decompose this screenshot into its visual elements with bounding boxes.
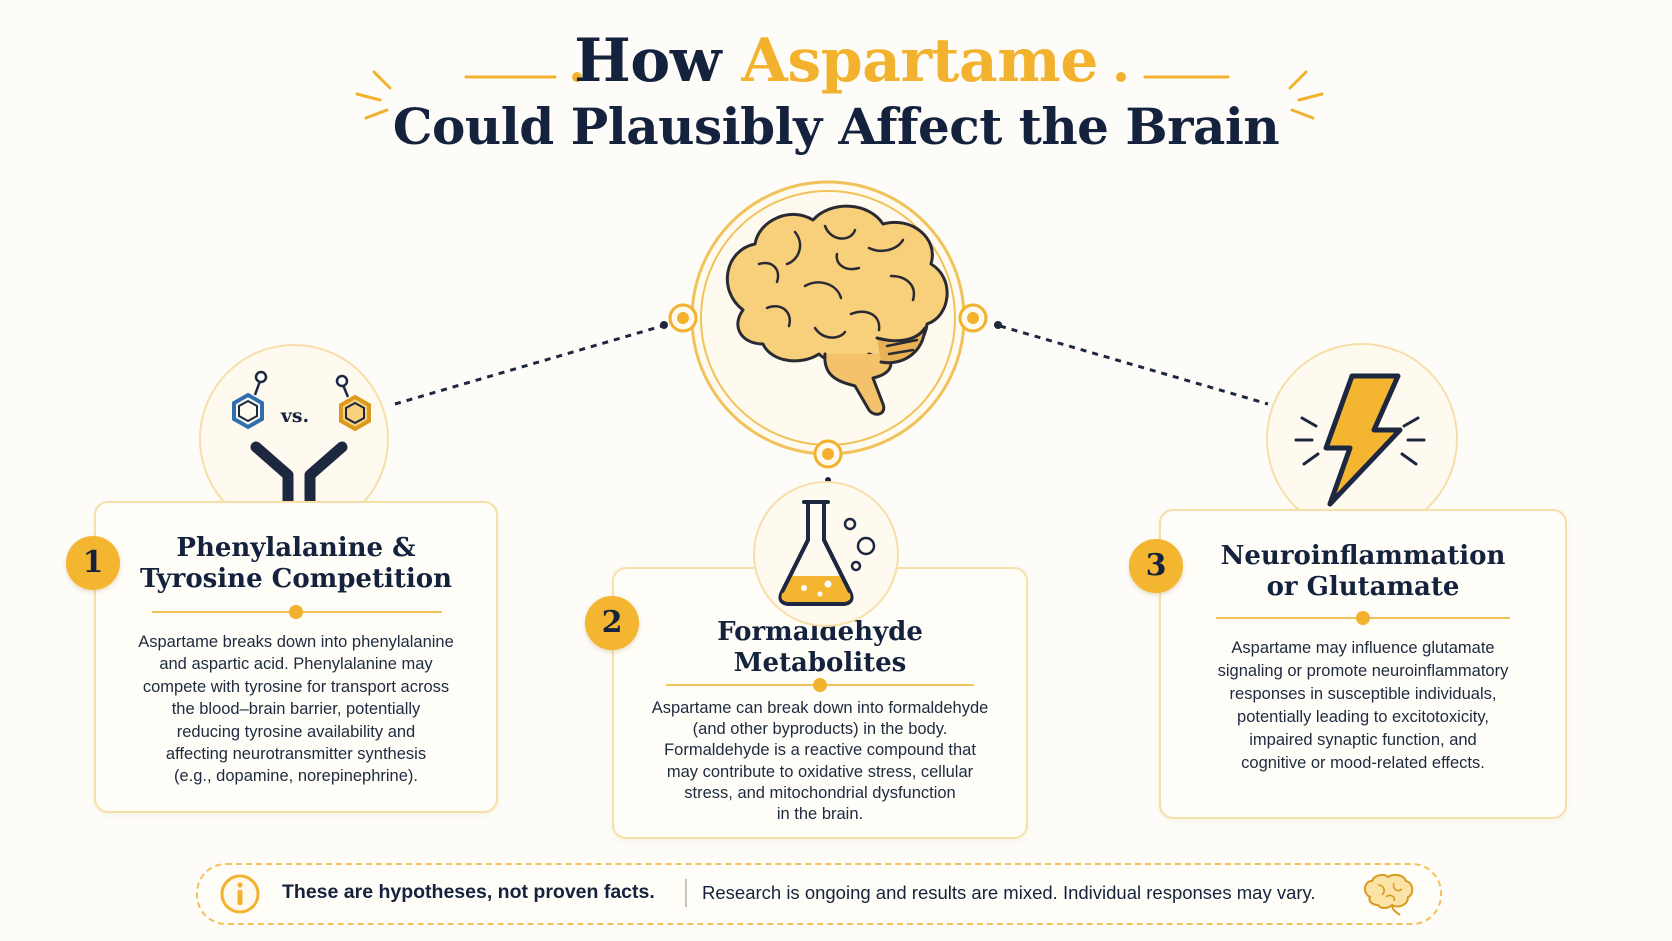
title-prefix: How	[574, 26, 721, 96]
card2-divider-dot	[813, 678, 827, 692]
card1-title: Phenylalanine & Tyrosine Competition	[96, 533, 496, 595]
lightning-bolt-icon	[1294, 373, 1426, 507]
page-title-line1: How Aspartame	[0, 26, 1672, 96]
vs-label: vs.	[280, 405, 310, 427]
card3-body-line: potentially leading to excitotoxicity,	[1237, 708, 1489, 726]
card-1: Phenylalanine & Tyrosine Competition Asp…	[94, 501, 498, 813]
card3-body-line: Aspartame may influence glutamate	[1231, 639, 1495, 657]
card2-number-badge: 2	[585, 596, 639, 650]
card2-body-line: may contribute to oxidative stress, cell…	[666, 762, 974, 781]
card1-body-line: Aspartame breaks down into phenylalanine	[138, 633, 454, 651]
card3-number-badge: 3	[1129, 539, 1183, 593]
card2-body-line: Formaldehyde is a reactive compound that	[664, 741, 976, 760]
molecule-vs-antibody-icon	[232, 370, 371, 515]
card3-title: Neuroinflammation or Glutamate	[1161, 541, 1565, 603]
card2-body: Aspartame can break down into formaldehy…	[632, 698, 1008, 825]
card1-body-line: affecting neurotransmitter synthesis	[165, 745, 427, 764]
card1-body-line: (e.g., dopamine, norepinephrine).	[174, 767, 418, 786]
card-3: Neuroinflammation or Glutamate Aspartame…	[1159, 509, 1567, 819]
card1-body-line: reducing tyrosine availability and	[176, 722, 416, 741]
card3-body-line: signaling or promote neuroinflammatory	[1217, 662, 1509, 680]
card1-title-line1: Phenylalanine &	[176, 533, 416, 563]
card1-body-line: the blood–brain barrier, potentially	[171, 700, 421, 719]
card2-title: Formaldehyde Metabolites	[614, 617, 1026, 679]
title-accent: Aspartame	[741, 26, 1098, 96]
card3-body-line: impaired synaptic function, and	[1249, 731, 1477, 749]
card2-body-line: Aspartame can break down into formaldehy…	[651, 699, 989, 717]
card3-body-line: cognitive or mood-related effects.	[1241, 754, 1485, 772]
flask-icon	[778, 500, 876, 606]
card3-body: Aspartame may influence glutamate signal…	[1179, 637, 1547, 775]
card1-body: Aspartame breaks down into phenylalanine…	[114, 631, 478, 788]
card2-body-line: in the brain.	[776, 805, 864, 824]
brain-outline-icon	[1364, 873, 1414, 916]
card2-body-line: (and other byproducts) in the body.	[692, 720, 948, 739]
disclaimer-banner: These are hypotheses, not proven facts. …	[196, 863, 1442, 925]
page-title-line2: Could Plausibly Affect the Brain	[392, 97, 1280, 156]
card1-divider-dot	[289, 605, 303, 619]
card2-title-line2: Metabolites	[733, 648, 907, 678]
card1-number-badge: 1	[66, 536, 120, 590]
card-2: Formaldehyde Metabolites Aspartame can b…	[612, 567, 1028, 839]
card1-title-line2: Tyrosine Competition	[140, 564, 452, 594]
card1-body-line: compete with tyrosine for transport acro…	[142, 677, 450, 696]
card1-body-line: and aspartic acid. Phenylalanine may	[159, 655, 433, 674]
card3-title-line1: Neuroinflammation	[1220, 541, 1506, 571]
brain-icon	[668, 180, 988, 469]
card3-divider-dot	[1356, 611, 1370, 625]
title-decoration	[355, 70, 1324, 120]
card2-body-line: stress, and mitochondrial dysfunction	[684, 783, 956, 802]
card3-title-line2: or Glutamate	[1266, 572, 1460, 602]
info-icon	[220, 874, 260, 914]
disclaimer-text: Research is ongoing and results are mixe…	[702, 882, 1316, 903]
disclaimer-bold: These are hypotheses, not proven facts.	[282, 881, 655, 903]
disclaimer-separator	[685, 879, 687, 907]
card3-body-line: responses in susceptible individuals,	[1229, 685, 1497, 703]
